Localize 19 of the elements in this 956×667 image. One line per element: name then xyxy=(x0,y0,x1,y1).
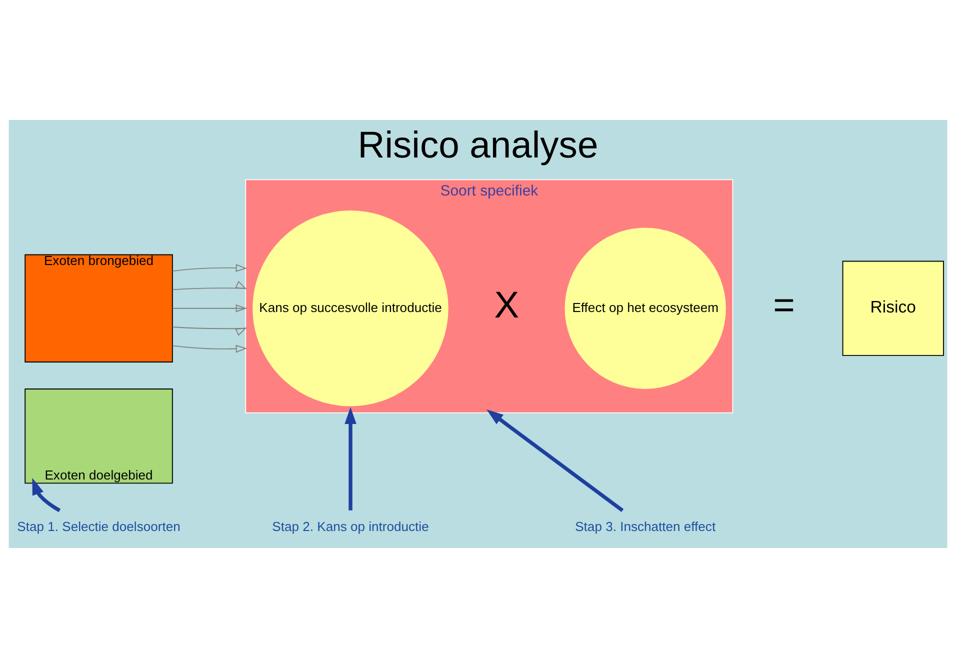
arrow xyxy=(172,326,247,336)
arrow xyxy=(486,408,624,512)
node-text: Stap 1. Selectie doelsoorten xyxy=(17,518,180,534)
node-circle: Effect op het ecosysteem xyxy=(564,227,726,388)
label: X xyxy=(494,283,520,326)
arrow xyxy=(172,280,247,290)
label: = xyxy=(773,283,795,326)
node-circle: Kans op succesvolle introductie xyxy=(252,210,448,406)
node-text: Stap 2. Kans op introductie xyxy=(272,518,429,534)
node-box: Exoten doelgebied xyxy=(24,388,173,484)
diagram-title: Risico analyse xyxy=(358,122,598,165)
arrow xyxy=(172,304,248,312)
arrow xyxy=(344,406,356,510)
arrow xyxy=(172,344,248,352)
node-box: Risico xyxy=(842,260,944,356)
arrow xyxy=(32,477,61,512)
node-box: Exoten brongebied xyxy=(24,254,173,362)
arrow xyxy=(172,264,248,272)
node-text: Stap 3. Inschatten effect xyxy=(575,518,716,534)
